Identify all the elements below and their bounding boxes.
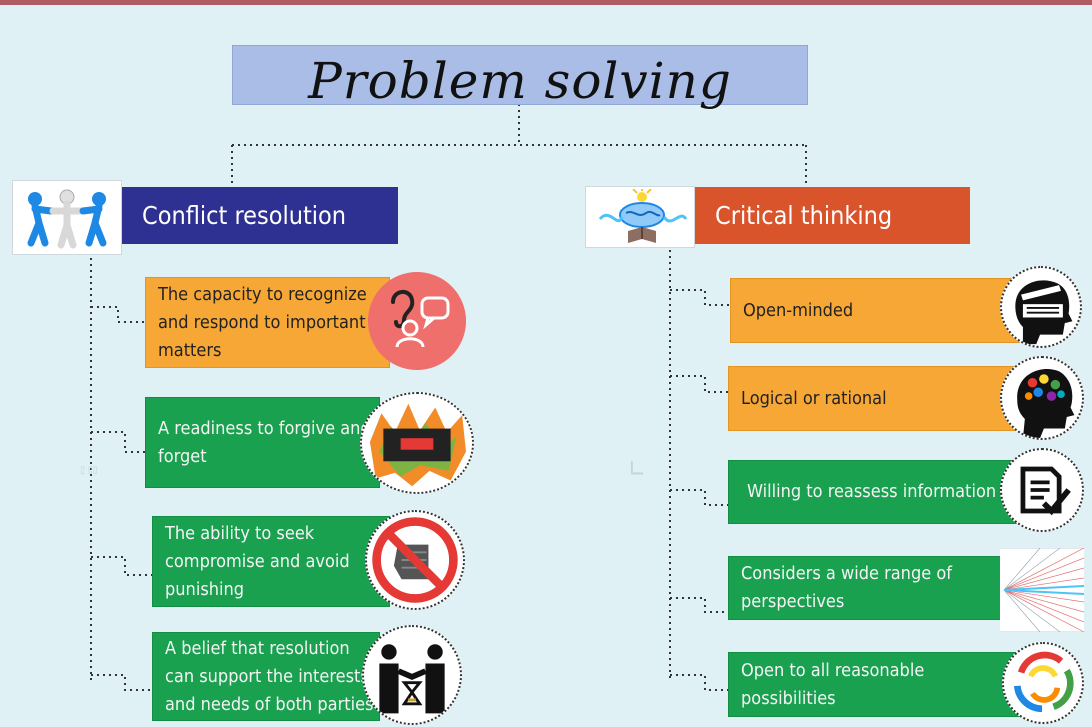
ear-speech-bubble-icon (368, 272, 466, 370)
people-tug-of-war-icon (27, 189, 107, 248)
ghost-mark: ▯ ▯▯ (80, 465, 98, 476)
conflict-resolution-heading: Conflict resolution (122, 187, 398, 244)
page-title: Problem solving (308, 52, 732, 110)
conflict-item-belief: A belief that resolution can support the… (152, 632, 380, 721)
ghost-mark: ∟ (628, 455, 647, 483)
critical-thinking-label: Critical thinking (715, 201, 893, 230)
critical-item-possibilities: Open to all reasonable possibilities (728, 652, 1020, 717)
conflict-item-belief-text: A belief that resolution can support the… (165, 637, 374, 715)
critical-image-box (585, 186, 695, 248)
colorful-brain-head-icon (1000, 356, 1084, 440)
brain-lightbulb-book-icon (598, 189, 688, 243)
conflict-item-compromise: The ability to seek compromise and avoid… (152, 516, 390, 607)
top-border-line (0, 0, 1092, 5)
circular-arrows-icon (1002, 642, 1084, 724)
critical-item-perspectives: Considers a wide range of perspectives (728, 556, 1020, 620)
handshake-hourglass-icon (362, 625, 462, 725)
perspective-rays-icon (1000, 547, 1085, 633)
checklist-document-icon (1000, 448, 1084, 532)
conflict-item-forgive: A readiness to forgive and forget (145, 397, 380, 488)
title-box: Problem solving (232, 45, 808, 110)
critical-item-reassess: Willing to reassess information (728, 460, 1020, 524)
critical-thinking-heading: Critical thinking (695, 187, 970, 244)
conflict-image-box (12, 180, 122, 255)
open-mind-head-icon (1000, 266, 1082, 348)
conflict-resolution-label: Conflict resolution (142, 201, 347, 230)
critical-item-logical-text: Logical or rational (741, 387, 887, 409)
conflict-item-recognize-text: The capacity to recognize and respond to… (158, 283, 367, 361)
no-fist-icon (365, 510, 465, 610)
conflict-item-recognize: The capacity to recognize and respond to… (145, 277, 390, 368)
forgive-and-forget-badge-icon (360, 392, 474, 494)
critical-item-perspectives-text: Considers a wide range of perspectives (741, 563, 952, 612)
conflict-item-compromise-text: The ability to seek compromise and avoid… (165, 522, 350, 600)
conflict-item-forgive-text: A readiness to forgive and forget (158, 417, 371, 467)
critical-item-reassess-text: Willing to reassess information (747, 481, 997, 502)
critical-item-open-minded: Open-minded (730, 278, 1020, 343)
critical-item-open-minded-text: Open-minded (743, 299, 854, 321)
critical-item-logical: Logical or rational (728, 366, 1020, 431)
critical-item-possibilities-text: Open to all reasonable possibilities (741, 659, 925, 709)
